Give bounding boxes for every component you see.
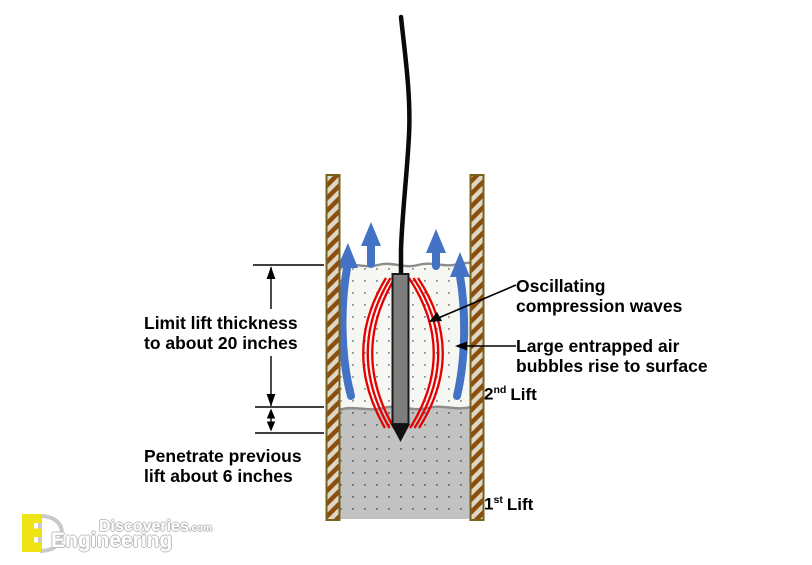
air-bubbles-leader-arrow: [455, 341, 516, 351]
vibrator-tip: [391, 424, 410, 442]
air-bubble-arrows-icon: [337, 222, 470, 400]
vibrator-rod: [391, 273, 410, 425]
logo-discoveries-text: Discoveries.com: [99, 518, 213, 535]
oscillating-waves-label: Oscillating compression waves: [516, 276, 683, 316]
logo-engineering-text: Engineering: [51, 529, 173, 552]
lift-thickness-dimension: [253, 264, 324, 408]
compression-waves-left-icon: [362, 277, 396, 429]
engineering-discoveries-watermark: Discoveries.com Engineering: [8, 505, 238, 560]
compression-waves-right-icon: [408, 277, 444, 429]
vibrator: [391, 14, 412, 442]
vibrator-cable: [398, 14, 412, 280]
formwork-right-wall: [469, 174, 485, 521]
limit-lift-thickness-label: Limit lift thickness to about 20 inches: [144, 313, 298, 353]
concrete-surface-line: [338, 260, 472, 269]
penetrate-previous-lift-label: Penetrate previous lift about 6 inches: [144, 446, 302, 486]
penetration-depth-dimension: [255, 408, 324, 434]
air-bubbles-label: Large entrapped air bubbles rise to surf…: [516, 336, 708, 376]
oscillating-waves-leader-arrow: [429, 284, 517, 322]
engineering-discoveries-logo-icon: [22, 514, 65, 553]
formwork-left-wall: [325, 174, 341, 521]
